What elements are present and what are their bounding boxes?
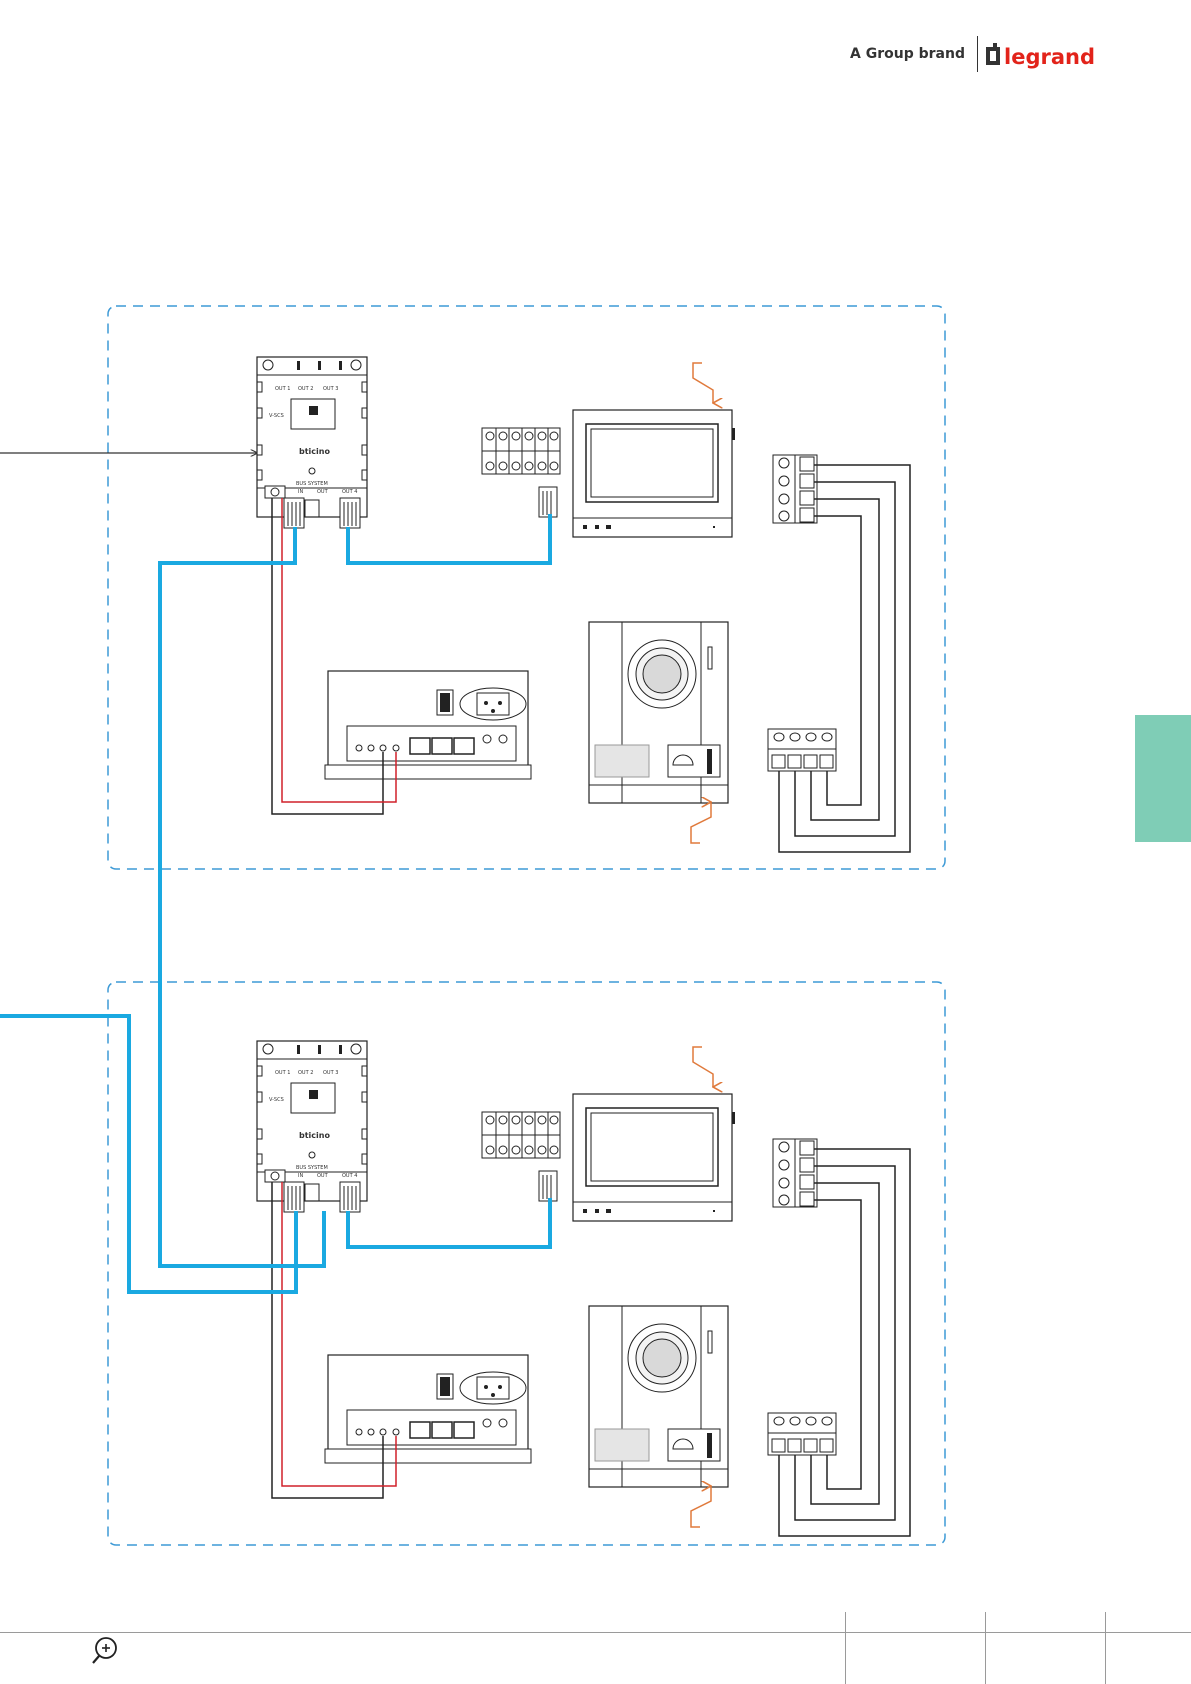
bus-label: BUS SYSTEM (296, 481, 328, 487)
footer-divider (1105, 1612, 1106, 1684)
port-label: OUT 1 (275, 386, 290, 392)
module-label: V-SCS (269, 1097, 284, 1103)
bus-out-label: OUT (317, 1173, 329, 1179)
bus-in-label: IN (298, 489, 303, 495)
apartment-2 (257, 1041, 910, 1536)
port-label: OUT 2 (298, 1070, 313, 1076)
bus-in-label: IN (298, 1173, 303, 1179)
apartment-1 (257, 357, 910, 852)
module-label: V-SCS (269, 413, 284, 419)
brand-label: bticino (299, 1131, 330, 1140)
port-label: OUT 1 (275, 1070, 290, 1076)
bus-out-label: OUT (317, 489, 329, 495)
port-label: OUT 2 (298, 386, 313, 392)
zoom-in-icon[interactable] (93, 1638, 116, 1663)
brand-label: bticino (299, 447, 330, 456)
port-label: OUT 4 (342, 1173, 357, 1179)
footer-divider (845, 1612, 846, 1684)
bus-riser (0, 1016, 296, 1292)
footer-divider (985, 1612, 986, 1684)
footer-line (0, 1632, 1191, 1633)
apartment-border (108, 306, 945, 869)
bus-label: BUS SYSTEM (296, 1165, 328, 1171)
port-label: OUT 4 (342, 489, 357, 495)
port-label: OUT 3 (323, 1070, 338, 1076)
port-label: OUT 3 (323, 386, 338, 392)
